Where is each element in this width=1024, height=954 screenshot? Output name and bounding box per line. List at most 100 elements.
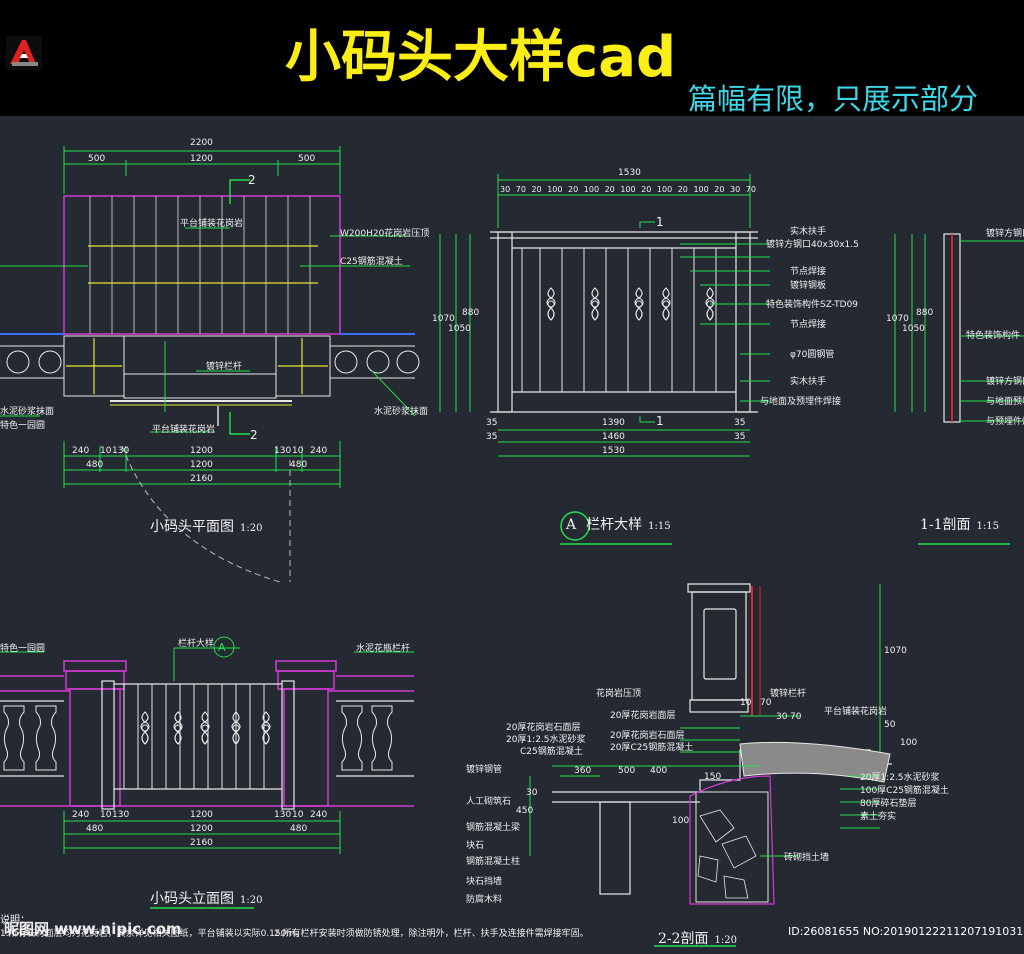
page-subtitle: 篇幅有限，只展示部分: [688, 82, 979, 116]
plan-dim-total: 2200: [190, 138, 213, 148]
sec22-dim-30b: 30: [526, 788, 538, 798]
plan-dim-mid: 1200: [190, 154, 213, 164]
sec22-note-rail: 镀锌栏杆: [770, 689, 807, 699]
rail-dim-t9: 20: [641, 185, 652, 194]
rail-dim-l1: 35: [486, 418, 498, 428]
title-banner: 小码头大样cad 篇幅有限，只展示部分: [0, 0, 1024, 116]
elev-dim-b2: 10: [100, 810, 112, 820]
cad-drawing: [0, 146, 1024, 947]
sec22-dim-100: 100: [900, 738, 918, 748]
plan-note-concrete: C25钢筋混凝土: [340, 257, 403, 267]
plan-note-paving-bottom: 平台铺装花岗岩: [152, 425, 216, 435]
rail-note-4: 镀锌钢板: [790, 281, 827, 291]
plan-dim-left: 500: [88, 154, 106, 164]
autocad-icon[interactable]: [6, 36, 42, 70]
plan-dim-b5: 130: [274, 446, 292, 456]
elev-dim-b6: 10: [292, 810, 304, 820]
plan-note-coping: W200H20花岗岩压顶: [340, 229, 430, 239]
general-note-1: 1.所有石材面层均为花岗岩，其余详见相关图纸，平台铺装以实际0.150m。: [0, 929, 305, 939]
plan-note-baluster-left: 水泥砂浆抹面: [0, 407, 55, 417]
elev-dim-b7: 240: [310, 810, 328, 820]
plan-dim-b9: 1200: [190, 460, 213, 470]
rail-dim-t6: 100: [583, 185, 600, 194]
rail-note-9: 与地面及预埋件焊接: [760, 397, 842, 407]
railing-scale-text: 1:15: [648, 521, 671, 532]
rail-top-dims: 30 70 20 100 20 100 20 100 20 100 20 100…: [500, 185, 756, 194]
elev-dim-b9: 1200: [190, 824, 213, 834]
rail-dim-h2: 1050: [448, 324, 471, 334]
nipic-watermark: 昵图网 www.nipic.com: [4, 920, 182, 938]
rail-dim-t14: 30: [730, 185, 741, 194]
elev-note-baluster: 水泥花瓶栏杆: [356, 644, 411, 654]
elev-dim-b5: 130: [274, 810, 292, 820]
rail-dim-t7: 20: [604, 185, 615, 194]
rail-dim-l2: 35: [486, 432, 498, 442]
sec22-note-l4: 镀锌钢管: [466, 765, 503, 775]
sec22-dim-50: 50: [884, 720, 896, 730]
rail-note-7: φ70圆钢管: [790, 350, 835, 360]
rail-dim-r2: 35: [734, 432, 746, 442]
rail-cut-mark-top: 1: [656, 215, 664, 229]
elevation-title-text: 小码头立面图: [150, 891, 234, 907]
sec22-dim-70: 70: [760, 698, 772, 708]
notes-heading: 说明：: [0, 915, 30, 926]
page-title: 小码头大样cad: [285, 25, 677, 90]
plan-dim-b4: 1200: [190, 446, 213, 456]
sec22-note-l6: 钢筋混凝土梁: [466, 823, 521, 833]
plan-dim-b3: 130: [112, 446, 130, 456]
sec11-note-4: 与地面预埋: [986, 397, 1024, 407]
sec22-note-m2: 20厚花岗岩石面层: [610, 731, 685, 741]
sec22-note-l8: 钢筋混凝土柱: [466, 857, 521, 867]
sec11-note-1: 镀锌方钢口: [986, 229, 1024, 239]
sec22-note-l2: 20厚1:2.5水泥砂浆: [506, 735, 586, 745]
sec22-dim-70b: 70: [790, 712, 802, 722]
railing-marker: A: [566, 517, 577, 533]
sec22-note-l9: 块石挡墙: [466, 877, 503, 887]
plan-scale-text: 1:20: [240, 523, 263, 534]
rail-dim-t12: 100: [693, 185, 709, 194]
section11-scale-text: 1:15: [976, 521, 1000, 532]
railing-detail: [439, 174, 770, 545]
sec22-note-r5: 砖砌挡土墙: [784, 853, 830, 863]
section22-scale-text: 1:20: [714, 935, 738, 946]
general-note-2: 2.所有栏杆安装时须做防锈处理，除注明外，栏杆、扶手及连接件需焊接牢固。: [274, 929, 589, 939]
plan-dim-b7: 240: [310, 446, 328, 456]
sec22-note-m3: 20厚C25钢筋混凝土: [610, 743, 694, 753]
sec22-dim-30: 30: [776, 712, 788, 722]
sec22-note-coping: 花岗岩压顶: [596, 689, 642, 699]
section-2-2: [529, 583, 892, 947]
plan-note-baluster-right: 水泥砂浆抹面: [374, 407, 429, 417]
rail-dim-height: 1070: [432, 314, 455, 324]
rail-dim-inner: 1390: [602, 418, 625, 428]
sec22-note-l5: 人工砌筑石: [466, 797, 512, 807]
elev-dim-b10: 480: [290, 824, 308, 834]
plan-dim-b2: 10: [100, 446, 112, 456]
plan-note-paving: 平台铺装花岗岩: [180, 219, 244, 229]
sec22-note-r2: 100厚C25钢筋混凝土: [860, 786, 949, 796]
elev-dim-b4: 1200: [190, 810, 213, 820]
rail-note-5: 特色装饰构件SZ-TD09: [766, 300, 859, 310]
sec22-dim-10: 10: [740, 698, 752, 708]
elev-dim-b1: 240: [72, 810, 90, 820]
plan-dim-b6: 10: [292, 446, 304, 456]
rail-dim-t10: 100: [656, 185, 673, 194]
sec22-note-r4: 素土夯实: [860, 812, 897, 822]
section-1-1: [894, 233, 1024, 545]
plan-dim-b1: 240: [72, 446, 90, 456]
plan-cut-mark-bottom: 2: [250, 428, 258, 442]
sec11-note-5: 与预埋件焊接: [986, 417, 1024, 427]
rail-dim-t2: 70: [515, 185, 526, 194]
plan-dim-b10: 480: [290, 460, 308, 470]
elevation-view: [0, 636, 414, 909]
sec22-dim-450: 450: [516, 806, 534, 816]
rail-note-6: 节点焊接: [790, 320, 827, 330]
plan-note-feature: 特色一园圆: [0, 421, 46, 431]
sec22-dim-150: 150: [704, 772, 722, 782]
sec22-dim-100b: 100: [672, 816, 690, 826]
sec22-dim-500: 500: [618, 766, 636, 776]
sec11-dim-h1: 1070: [886, 314, 909, 324]
sec22-dim-400: 400: [650, 766, 668, 776]
